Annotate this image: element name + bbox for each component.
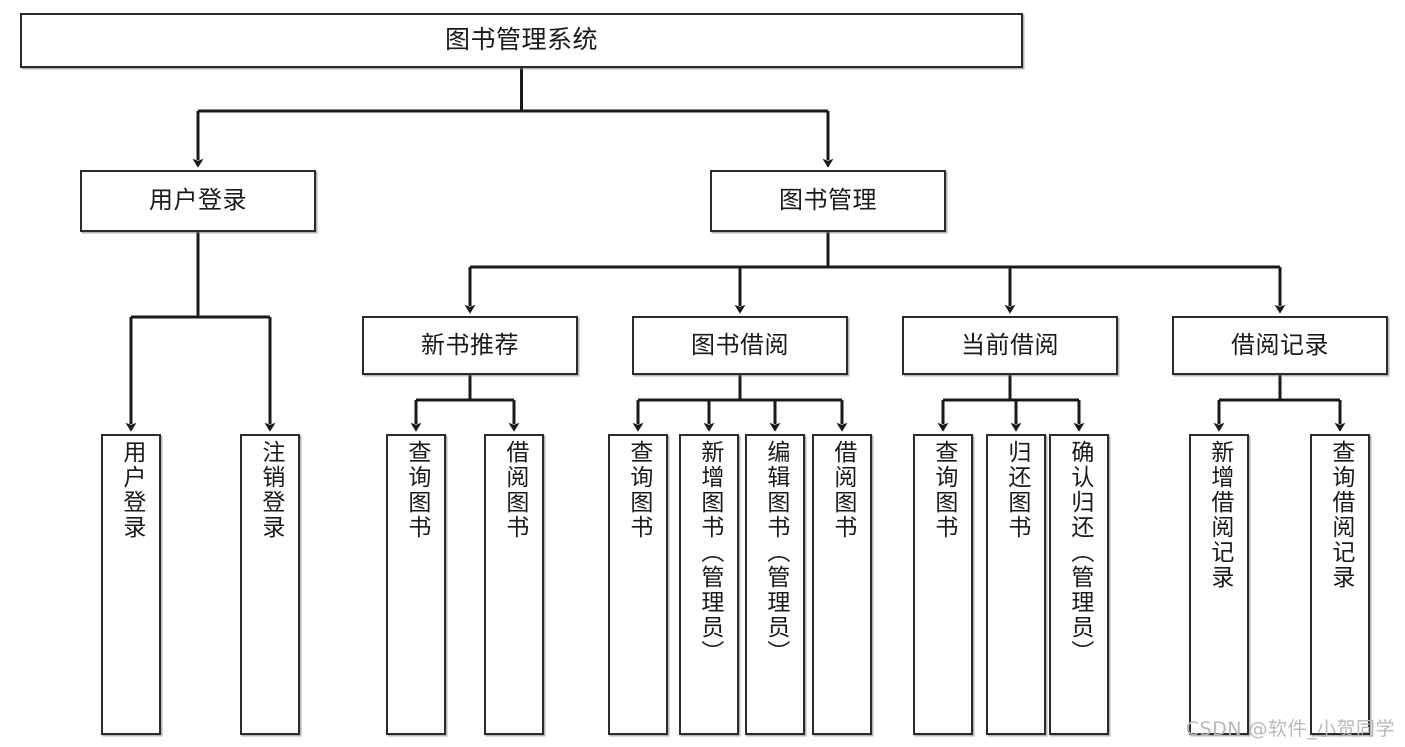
leaf-confirm-return-admin[interactable]: 确认归还（管理员）: [1049, 434, 1109, 735]
leaf-return-book[interactable]: 归还图书: [986, 434, 1046, 735]
node-borrow-record[interactable]: 借阅记录: [1172, 316, 1388, 375]
node-root-label: 图书管理系统: [444, 25, 598, 55]
leaf-borrow-book-recommend-label: 借阅图书: [501, 440, 528, 540]
leaf-query-book-recommend[interactable]: 查询图书: [386, 434, 446, 735]
leaf-edit-book-admin[interactable]: 编辑图书（管理员）: [745, 434, 805, 735]
node-root[interactable]: 图书管理系统: [20, 13, 1023, 68]
leaf-query-book-label: 查询图书: [625, 440, 652, 540]
leaf-logout-label: 注销登录: [257, 440, 284, 540]
leaf-add-book-admin-label: 新增图书（管理员）: [696, 440, 723, 665]
leaf-add-book-admin[interactable]: 新增图书（管理员）: [679, 434, 739, 735]
leaf-query-book-current-label: 查询图书: [930, 440, 957, 540]
leaf-user-login[interactable]: 用户登录: [101, 434, 161, 735]
leaf-query-book[interactable]: 查询图书: [608, 434, 668, 735]
leaf-query-borrow-record-label: 查询借阅记录: [1327, 440, 1354, 590]
node-borrow-record-label: 借阅记录: [1231, 330, 1329, 359]
leaf-add-borrow-record[interactable]: 新增借阅记录: [1189, 434, 1249, 735]
leaf-confirm-return-admin-label: 确认归还（管理员）: [1066, 440, 1093, 665]
leaf-borrow-book-recommend[interactable]: 借阅图书: [484, 434, 544, 735]
leaf-query-book-current[interactable]: 查询图书: [913, 434, 973, 735]
leaf-borrow-book-label: 借阅图书: [829, 440, 856, 540]
leaf-add-borrow-record-label: 新增借阅记录: [1206, 440, 1233, 590]
leaf-user-login-label: 用户登录: [118, 440, 145, 540]
node-book-borrow[interactable]: 图书借阅: [632, 316, 848, 375]
node-new-book-recommend-label: 新书推荐: [421, 330, 519, 359]
node-book-management[interactable]: 图书管理: [710, 170, 946, 232]
node-current-borrow-label: 当前借阅: [961, 330, 1059, 359]
node-book-borrow-label: 图书借阅: [691, 330, 789, 359]
leaf-logout[interactable]: 注销登录: [240, 434, 300, 735]
leaf-query-book-recommend-label: 查询图书: [403, 440, 430, 540]
csdn-watermark: CSDN @软件_小贺同学: [1185, 718, 1395, 740]
leaf-borrow-book[interactable]: 借阅图书: [812, 434, 872, 735]
leaf-query-borrow-record[interactable]: 查询借阅记录: [1310, 434, 1370, 735]
node-current-borrow[interactable]: 当前借阅: [902, 316, 1118, 375]
node-book-management-label: 图书管理: [779, 186, 877, 215]
leaf-return-book-label: 归还图书: [1003, 440, 1030, 540]
leaf-edit-book-admin-label: 编辑图书（管理员）: [762, 440, 789, 665]
node-user-login[interactable]: 用户登录: [80, 170, 316, 232]
node-user-login-label: 用户登录: [149, 186, 247, 215]
node-new-book-recommend[interactable]: 新书推荐: [362, 316, 578, 375]
